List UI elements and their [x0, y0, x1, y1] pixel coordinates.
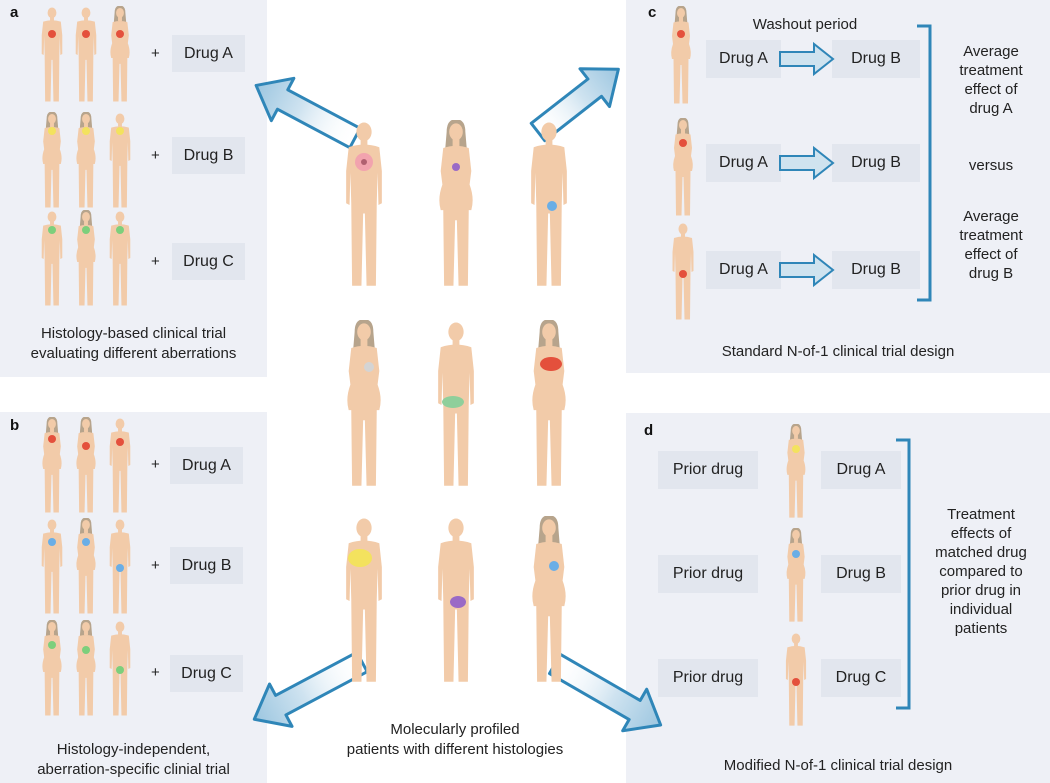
plus-sign: +	[151, 253, 160, 270]
center-figure-7	[346, 518, 382, 682]
text-line: effect of	[964, 81, 1018, 98]
transition-arrows-c	[779, 41, 835, 288]
figure-c1	[671, 6, 691, 104]
text-line: Treatment	[947, 506, 1015, 523]
effects-text: Treatment effects of matched drug compar…	[920, 505, 1042, 638]
panel-b-caption: Histology-independent, aberration-specif…	[0, 740, 267, 780]
drug-box-b2: Drug B	[170, 547, 243, 584]
center-figure-2	[439, 120, 473, 286]
text-line: Average	[963, 43, 1019, 60]
caption-line: aberration-specific clinial trial	[37, 761, 230, 778]
panel-a-label: a	[10, 4, 19, 21]
text-line: drug A	[969, 100, 1013, 117]
panel-d-caption: Modified N-of-1 clinical trial design	[723, 757, 953, 774]
plus-sign: +	[151, 147, 160, 164]
figure-group-a2	[42, 112, 131, 208]
drug-box-a1: Drug A	[172, 35, 245, 72]
drug-box-a2: Drug B	[172, 137, 245, 174]
caption-line: patients with different histologies	[346, 741, 564, 758]
text-line: compared to	[939, 563, 1023, 580]
text-line: prior drug in	[940, 582, 1022, 599]
effect-b-text: Average treatment effect of drug B	[943, 207, 1039, 283]
drug-box-d3: Drug C	[821, 659, 901, 697]
caption-line: Histology-independent,	[56, 741, 211, 758]
text-line: patients	[954, 620, 1008, 637]
center-figure-8	[438, 518, 474, 682]
text-line: drug B	[968, 265, 1014, 282]
drug-box-c3-to: Drug B	[832, 251, 920, 289]
prior-drug-box-d3: Prior drug	[658, 659, 758, 697]
drug-box-d2: Drug B	[821, 555, 901, 593]
panel-c-label: c	[648, 4, 657, 21]
caption-line: Molecularly profiled	[390, 721, 520, 738]
figure-d3	[785, 633, 807, 726]
panel-b-label: b	[10, 417, 20, 434]
text-line: treatment	[959, 227, 1023, 244]
text-line: effect of	[964, 246, 1018, 263]
caption-line: Histology-based clinical trial	[40, 325, 227, 342]
drug-box-c2-to: Drug B	[832, 144, 920, 182]
washout-period-label: Washout period	[752, 16, 858, 33]
drug-box-a3: Drug C	[172, 243, 245, 280]
center-figure-1	[346, 122, 382, 286]
text-line: matched drug	[935, 544, 1027, 561]
bracket-c	[917, 24, 932, 302]
figure-group-a3	[41, 210, 131, 306]
center-figure-6	[532, 320, 566, 486]
plus-sign: +	[151, 557, 160, 574]
center-figure-9	[532, 516, 566, 682]
arrow-to-panel-d	[548, 652, 663, 733]
transition-arrow	[779, 145, 835, 181]
figure-c2	[673, 118, 693, 216]
figure-c3	[672, 223, 694, 320]
text-line: treatment	[959, 62, 1023, 79]
transition-arrow	[779, 252, 835, 288]
drug-box-c1-to: Drug B	[832, 40, 920, 78]
arrow-to-panel-b	[252, 650, 369, 728]
prior-drug-box-d1: Prior drug	[658, 451, 758, 489]
text-line: effects of	[950, 525, 1012, 542]
drug-box-c1-from: Drug A	[706, 40, 781, 78]
arrow-to-panel-a	[254, 76, 362, 150]
center-figure-3	[531, 122, 567, 286]
center-figure-4	[347, 320, 381, 486]
figure-group-b1	[42, 417, 131, 513]
prior-drug-box-d2: Prior drug	[658, 555, 758, 593]
bracket-d	[896, 438, 911, 710]
drug-box-b1: Drug A	[170, 447, 243, 484]
caption-line: evaluating different aberrations	[30, 345, 237, 362]
drug-box-c2-from: Drug A	[706, 144, 781, 182]
center-caption: Molecularly profiled patients with diffe…	[330, 720, 580, 760]
text-line: individual	[949, 601, 1013, 618]
panel-a-caption: Histology-based clinical trial evaluatin…	[0, 324, 267, 364]
plus-sign: +	[151, 456, 160, 473]
versus-text: versus	[968, 157, 1014, 174]
effect-a-text: Average treatment effect of drug A	[943, 42, 1039, 118]
figure-d1	[786, 424, 806, 518]
drug-box-d1: Drug A	[821, 451, 901, 489]
panel-d-label: d	[644, 422, 654, 439]
figure-d2	[786, 528, 806, 622]
figure-group-a1	[41, 6, 130, 102]
plus-sign: +	[151, 45, 160, 62]
transition-arrow	[779, 41, 835, 77]
figure-group-b3	[42, 620, 131, 716]
center-figure-5	[438, 322, 474, 486]
panel-c-caption: Standard N-of-1 clinical trial design	[721, 343, 955, 360]
drug-box-c3-from: Drug A	[706, 251, 781, 289]
drug-box-b3: Drug C	[170, 655, 243, 692]
text-line: Average	[963, 208, 1019, 225]
figure-group-b2	[41, 518, 131, 614]
plus-sign: +	[151, 664, 160, 681]
